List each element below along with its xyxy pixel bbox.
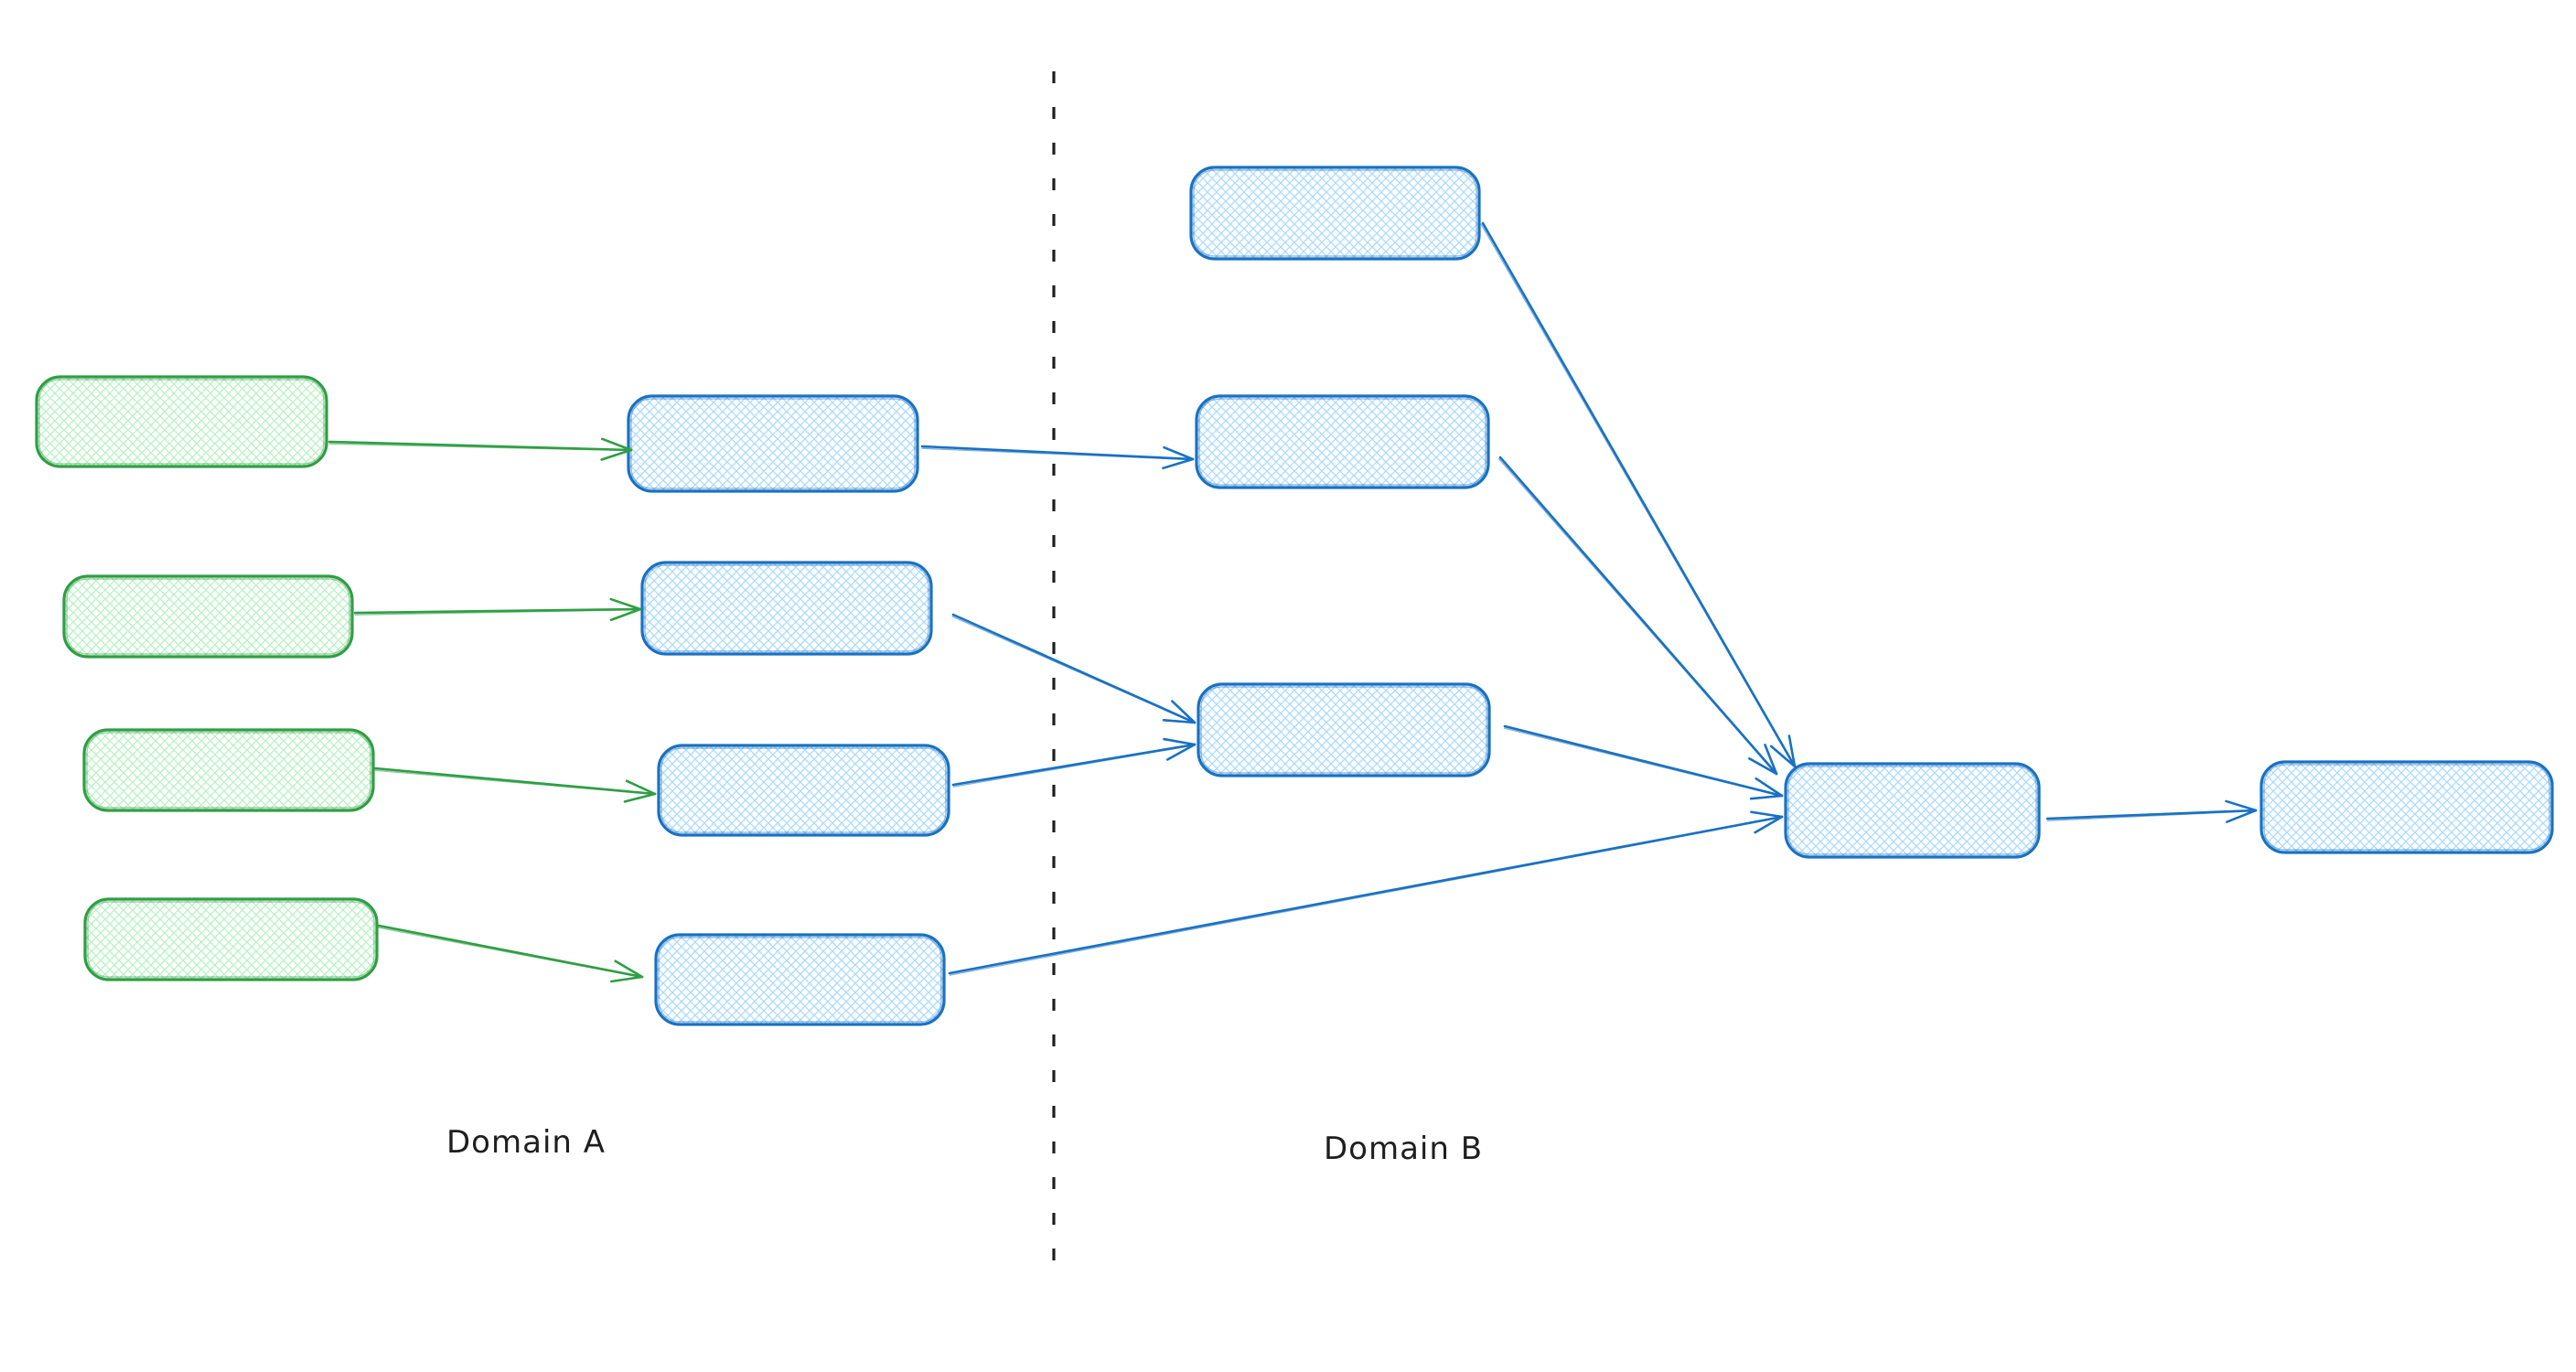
domain-a-source-4	[83, 897, 379, 981]
domain-b-output	[2259, 760, 2554, 854]
edge-bnode1-hub	[1480, 221, 1797, 768]
domain-a-process-3	[657, 744, 950, 837]
edge-source3-process3	[373, 766, 657, 803]
edge-source2-process2	[353, 597, 642, 622]
edge-source1-process1	[327, 437, 633, 461]
edge-process1-bnode2	[920, 445, 1195, 470]
edge-bnode3-hub	[1503, 724, 1784, 800]
edge-bnode2-hub	[1497, 456, 1778, 776]
edge-process2-bnode3	[951, 613, 1197, 724]
domain-a-process-1	[627, 394, 919, 493]
domain-b-node-3	[1197, 682, 1491, 777]
domain-a-process-4	[654, 933, 946, 1026]
edge-hub-output	[2045, 799, 2258, 823]
domain-a-label: Domain A	[446, 1124, 606, 1161]
edge-process3-bnode3	[951, 737, 1197, 788]
domain-b-node-1	[1189, 166, 1481, 261]
domain-a-source-3	[82, 728, 375, 812]
domain-a-source-1	[35, 375, 328, 468]
edge-process4-hub	[948, 810, 1784, 976]
edge-source4-process4	[377, 924, 644, 983]
domain-b-label: Domain B	[1323, 1131, 1484, 1167]
domain-a-source-2	[62, 574, 354, 659]
domain-b-hub	[1784, 762, 2041, 859]
domain-b-node-2	[1195, 394, 1490, 489]
domain-a-process-2	[640, 561, 933, 656]
